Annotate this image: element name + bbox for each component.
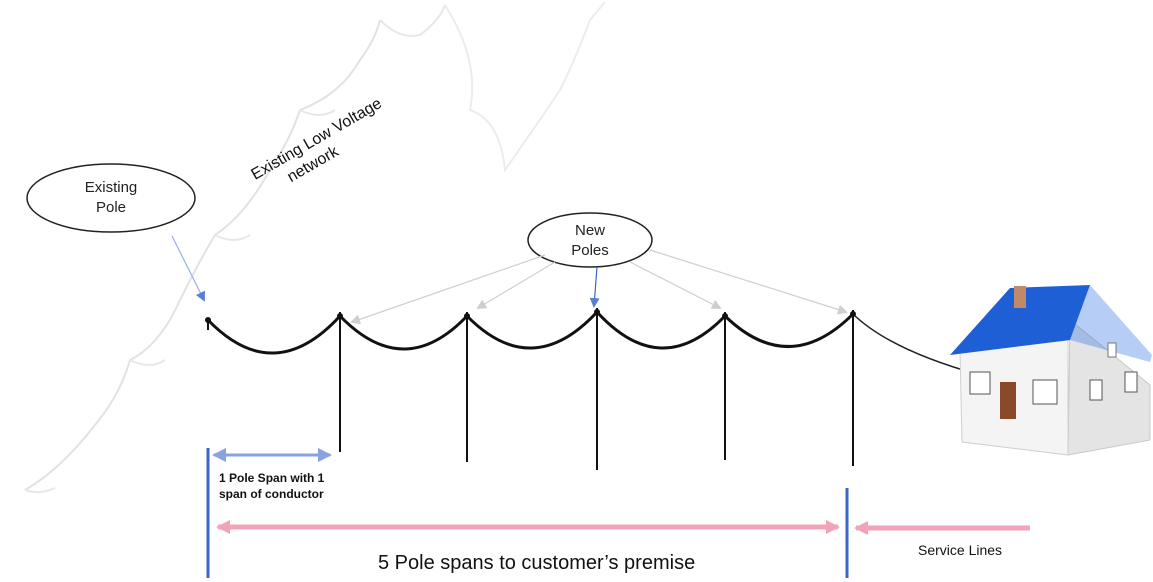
- house-icon: [950, 285, 1152, 456]
- five-spans-label: 5 Pole spans to customer’s premise: [378, 552, 696, 574]
- new-poles-pointer-2: [476, 261, 556, 310]
- service-lines-label: Service Lines: [918, 542, 1003, 558]
- existing-network-outline-3: [444, 1, 606, 173]
- new-poles-label-line2: Poles: [571, 242, 609, 259]
- one-span-label: 1 Pole Span with 1 span of conductor: [219, 470, 324, 502]
- poles: [207, 308, 854, 470]
- existing-network-outline-2: [24, 4, 446, 494]
- existing-pole-callout: [26, 163, 196, 233]
- new-poles-pointer-1: [350, 254, 546, 325]
- new-poles-callout: [527, 212, 653, 268]
- existing-network-outline: [24, 19, 381, 491]
- one-span-label-line2: span of conductor: [219, 487, 324, 501]
- one-span-label-line1: 1 Pole Span with 1: [219, 471, 325, 485]
- new-poles-pointer-5: [649, 249, 848, 315]
- conductor: [206, 309, 855, 355]
- new-poles-pointer-4: [629, 261, 722, 309]
- existing-pole-label: Existing Pole: [40, 178, 182, 218]
- existing-pole-label-line1: Existing: [84, 179, 138, 196]
- new-poles-pointer-3: [589, 266, 600, 308]
- new-poles-label-line1: New: [574, 222, 605, 239]
- existing-pole-label-line2: Pole: [95, 199, 127, 216]
- new-poles-label: New Poles: [530, 221, 650, 261]
- existing-pole-pointer: [171, 235, 205, 302]
- insulators: [205, 309, 856, 323]
